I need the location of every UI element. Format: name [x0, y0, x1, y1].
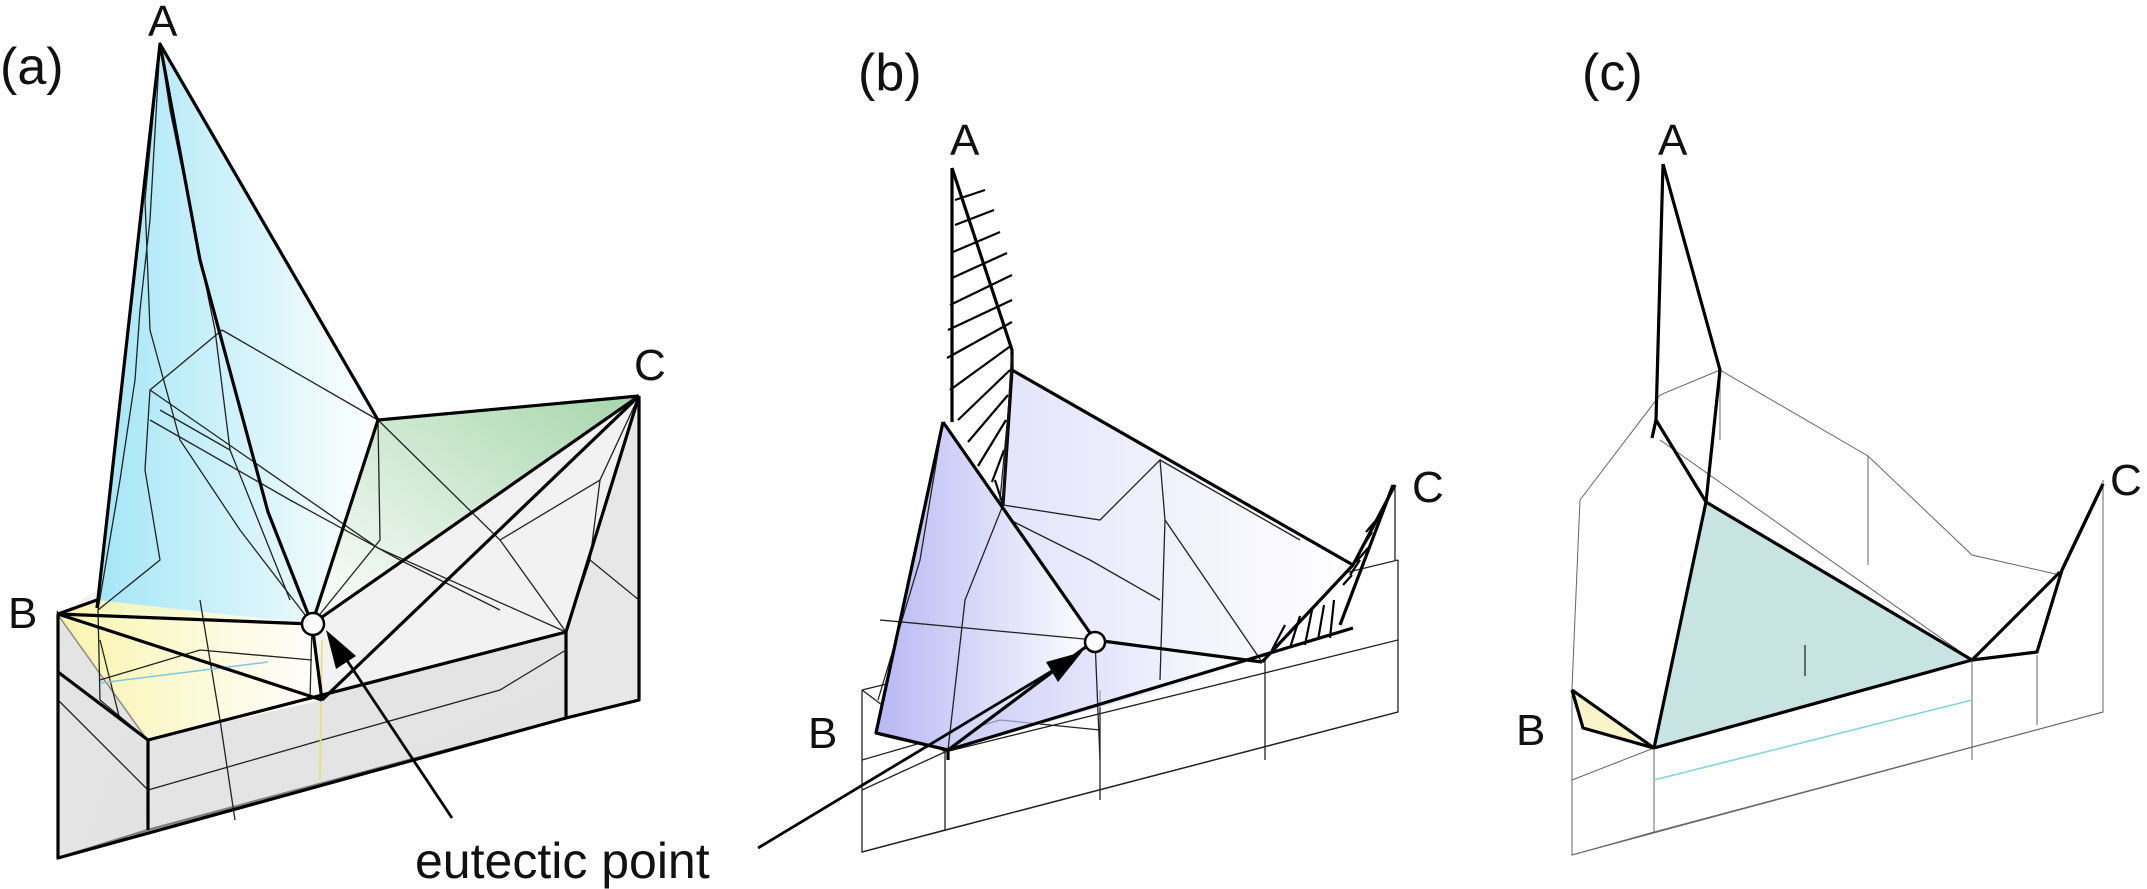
vertex-c-label: C — [634, 341, 666, 390]
panel-c-label: (c) — [1582, 44, 1643, 102]
trace-cyan-c — [1653, 699, 1973, 781]
construction-lines-a — [57, 43, 640, 821]
trace-blue — [99, 661, 269, 684]
wireframe-prism-c — [1571, 369, 2104, 856]
eutectic-valley-line-b — [993, 354, 1014, 506]
eutectic-arrowhead-a — [326, 630, 356, 669]
eutectic-arrow-b — [757, 663, 1063, 850]
eutectic-trace-yellow — [319, 639, 323, 781]
eutectic-arrow-a — [338, 649, 454, 819]
panel-b-label: (b) — [858, 44, 922, 102]
outline-edges-a — [56, 42, 641, 860]
liquidus-surface-lower-b — [948, 640, 1262, 750]
eutectic-point-marker-b — [1083, 630, 1107, 654]
vertex-a-label: A — [148, 0, 178, 46]
panel-b: (b) — [757, 44, 1444, 853]
vertex-a-label-c: A — [1658, 116, 1688, 165]
eutectic-arrowhead-b — [1046, 652, 1082, 682]
vertex-c-label-b: C — [1412, 463, 1444, 512]
eutectic-plane-c — [1654, 502, 1972, 748]
outline-edges-b — [874, 167, 1397, 760]
vertex-b-label-b: B — [808, 709, 837, 758]
panel-c: (c) — [1516, 44, 2142, 856]
panel-a-label: (a) — [0, 38, 64, 96]
hatch-region-a-b — [946, 188, 1013, 483]
eutectic-point-marker-a — [300, 611, 326, 637]
vertex-b-label-c: B — [1516, 706, 1545, 755]
panel-a: (a) — [0, 0, 666, 860]
liquidus-surface-a — [97, 44, 378, 624]
liquidus-surface-upper-b — [1003, 370, 1353, 662]
liquidus-surface-b-panel — [876, 422, 1095, 750]
eutectic-point-annotation: eutectic point — [415, 833, 710, 889]
construction-lines-b — [877, 369, 1396, 761]
vertex-a-label-b: A — [950, 116, 980, 165]
vertex-c-label-c: C — [2110, 456, 2142, 505]
vertex-b-label: B — [8, 589, 37, 638]
outline-edges-c — [1570, 163, 2105, 750]
prism-back-wall — [58, 396, 639, 858]
